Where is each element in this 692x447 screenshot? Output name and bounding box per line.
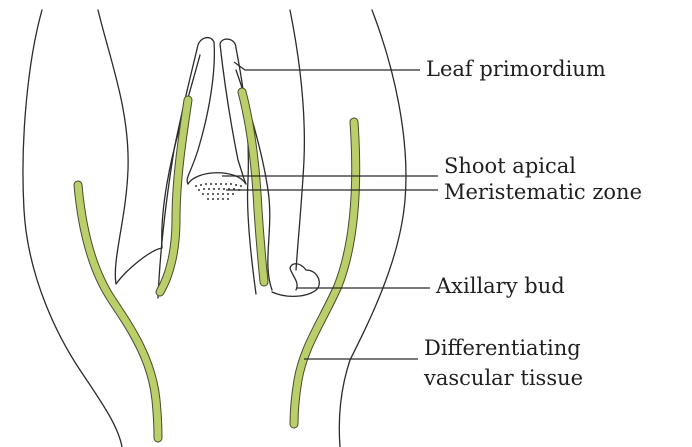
label-shoot-apical: Shoot apical: [444, 156, 576, 177]
shoot-apical-dome: [188, 173, 246, 184]
meristematic-zone-dots: [195, 183, 242, 200]
label-differentiating: Differentiating: [424, 338, 581, 359]
label-meristematic-zone: Meristematic zone: [444, 182, 642, 203]
leader-leaf-primordium: [234, 62, 420, 70]
label-vascular-tissue: vascular tissue: [424, 368, 583, 389]
outer-leaf-right: [290, 10, 304, 270]
label-axillary-bud: Axillary bud: [436, 276, 565, 297]
label-leaf-primordium: Leaf primordium: [426, 59, 606, 80]
stem-outline-left: [23, 10, 122, 447]
leaf-primordium-left: [158, 38, 214, 298]
vascular-tissue-right-inner: [242, 92, 264, 282]
vascular-tissue-left-inner: [160, 100, 188, 292]
vascular-tissue-left-outer: [78, 185, 158, 438]
